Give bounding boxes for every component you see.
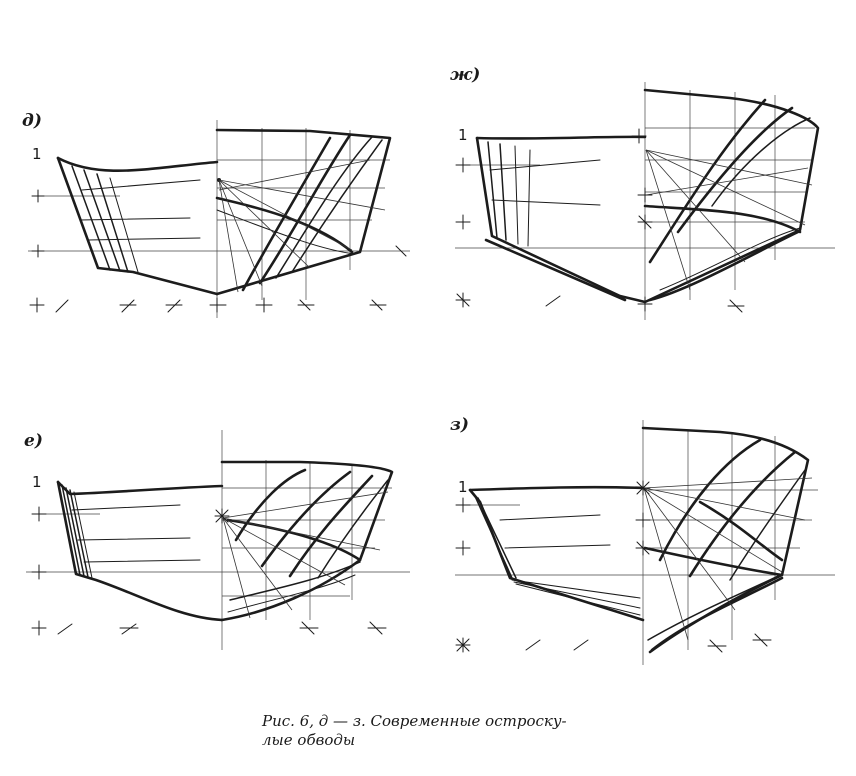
panel-z-waterline-mark: 1	[458, 478, 468, 496]
panel-z: з) 1	[450, 415, 835, 665]
panel-d-stern-sections	[56, 156, 219, 296]
panel-e: е) 1	[24, 430, 410, 650]
panel-z-grid	[455, 420, 835, 665]
panel-e-ticks	[31, 506, 387, 636]
panel-zh-ticks	[455, 128, 745, 313]
panel-d-bow-sections	[215, 128, 392, 296]
panel-e-label: е)	[24, 431, 43, 451]
panel-zh-waterline-mark: 1	[458, 126, 468, 144]
panel-d-diagonals	[217, 159, 386, 293]
panel-d-waterline-mark: 1	[32, 145, 42, 163]
panel-zh-bow-sections	[643, 88, 820, 304]
panel-e-grid	[26, 430, 410, 650]
panel-zh: ж) 1	[450, 65, 835, 320]
panel-z-ticks	[455, 480, 772, 653]
panel-d-grid	[28, 120, 410, 318]
caption-line-2: лые обводы	[262, 731, 356, 749]
panel-d-ticks	[29, 189, 407, 313]
panel-zh-stern-sections	[475, 135, 647, 304]
panel-zh-diagonals	[645, 149, 813, 291]
panel-zh-label: ж)	[450, 65, 480, 85]
figure-caption: Рис. 6, д — з. Современные остроску- лые…	[262, 712, 682, 750]
panel-z-bow-sections	[641, 426, 810, 654]
panel-e-diagonals	[222, 491, 389, 619]
panel-d: д) 1	[22, 111, 410, 318]
panel-e-stern-sections	[56, 480, 224, 622]
panel-z-label: з)	[450, 415, 469, 435]
panel-z-stern-sections	[468, 485, 645, 622]
panel-z-diagonals	[643, 477, 813, 641]
panel-e-waterline-mark: 1	[32, 473, 42, 491]
panel-d-label: д)	[22, 111, 42, 131]
caption-line-1: Рис. 6, д — з. Современные остроску-	[262, 712, 567, 730]
